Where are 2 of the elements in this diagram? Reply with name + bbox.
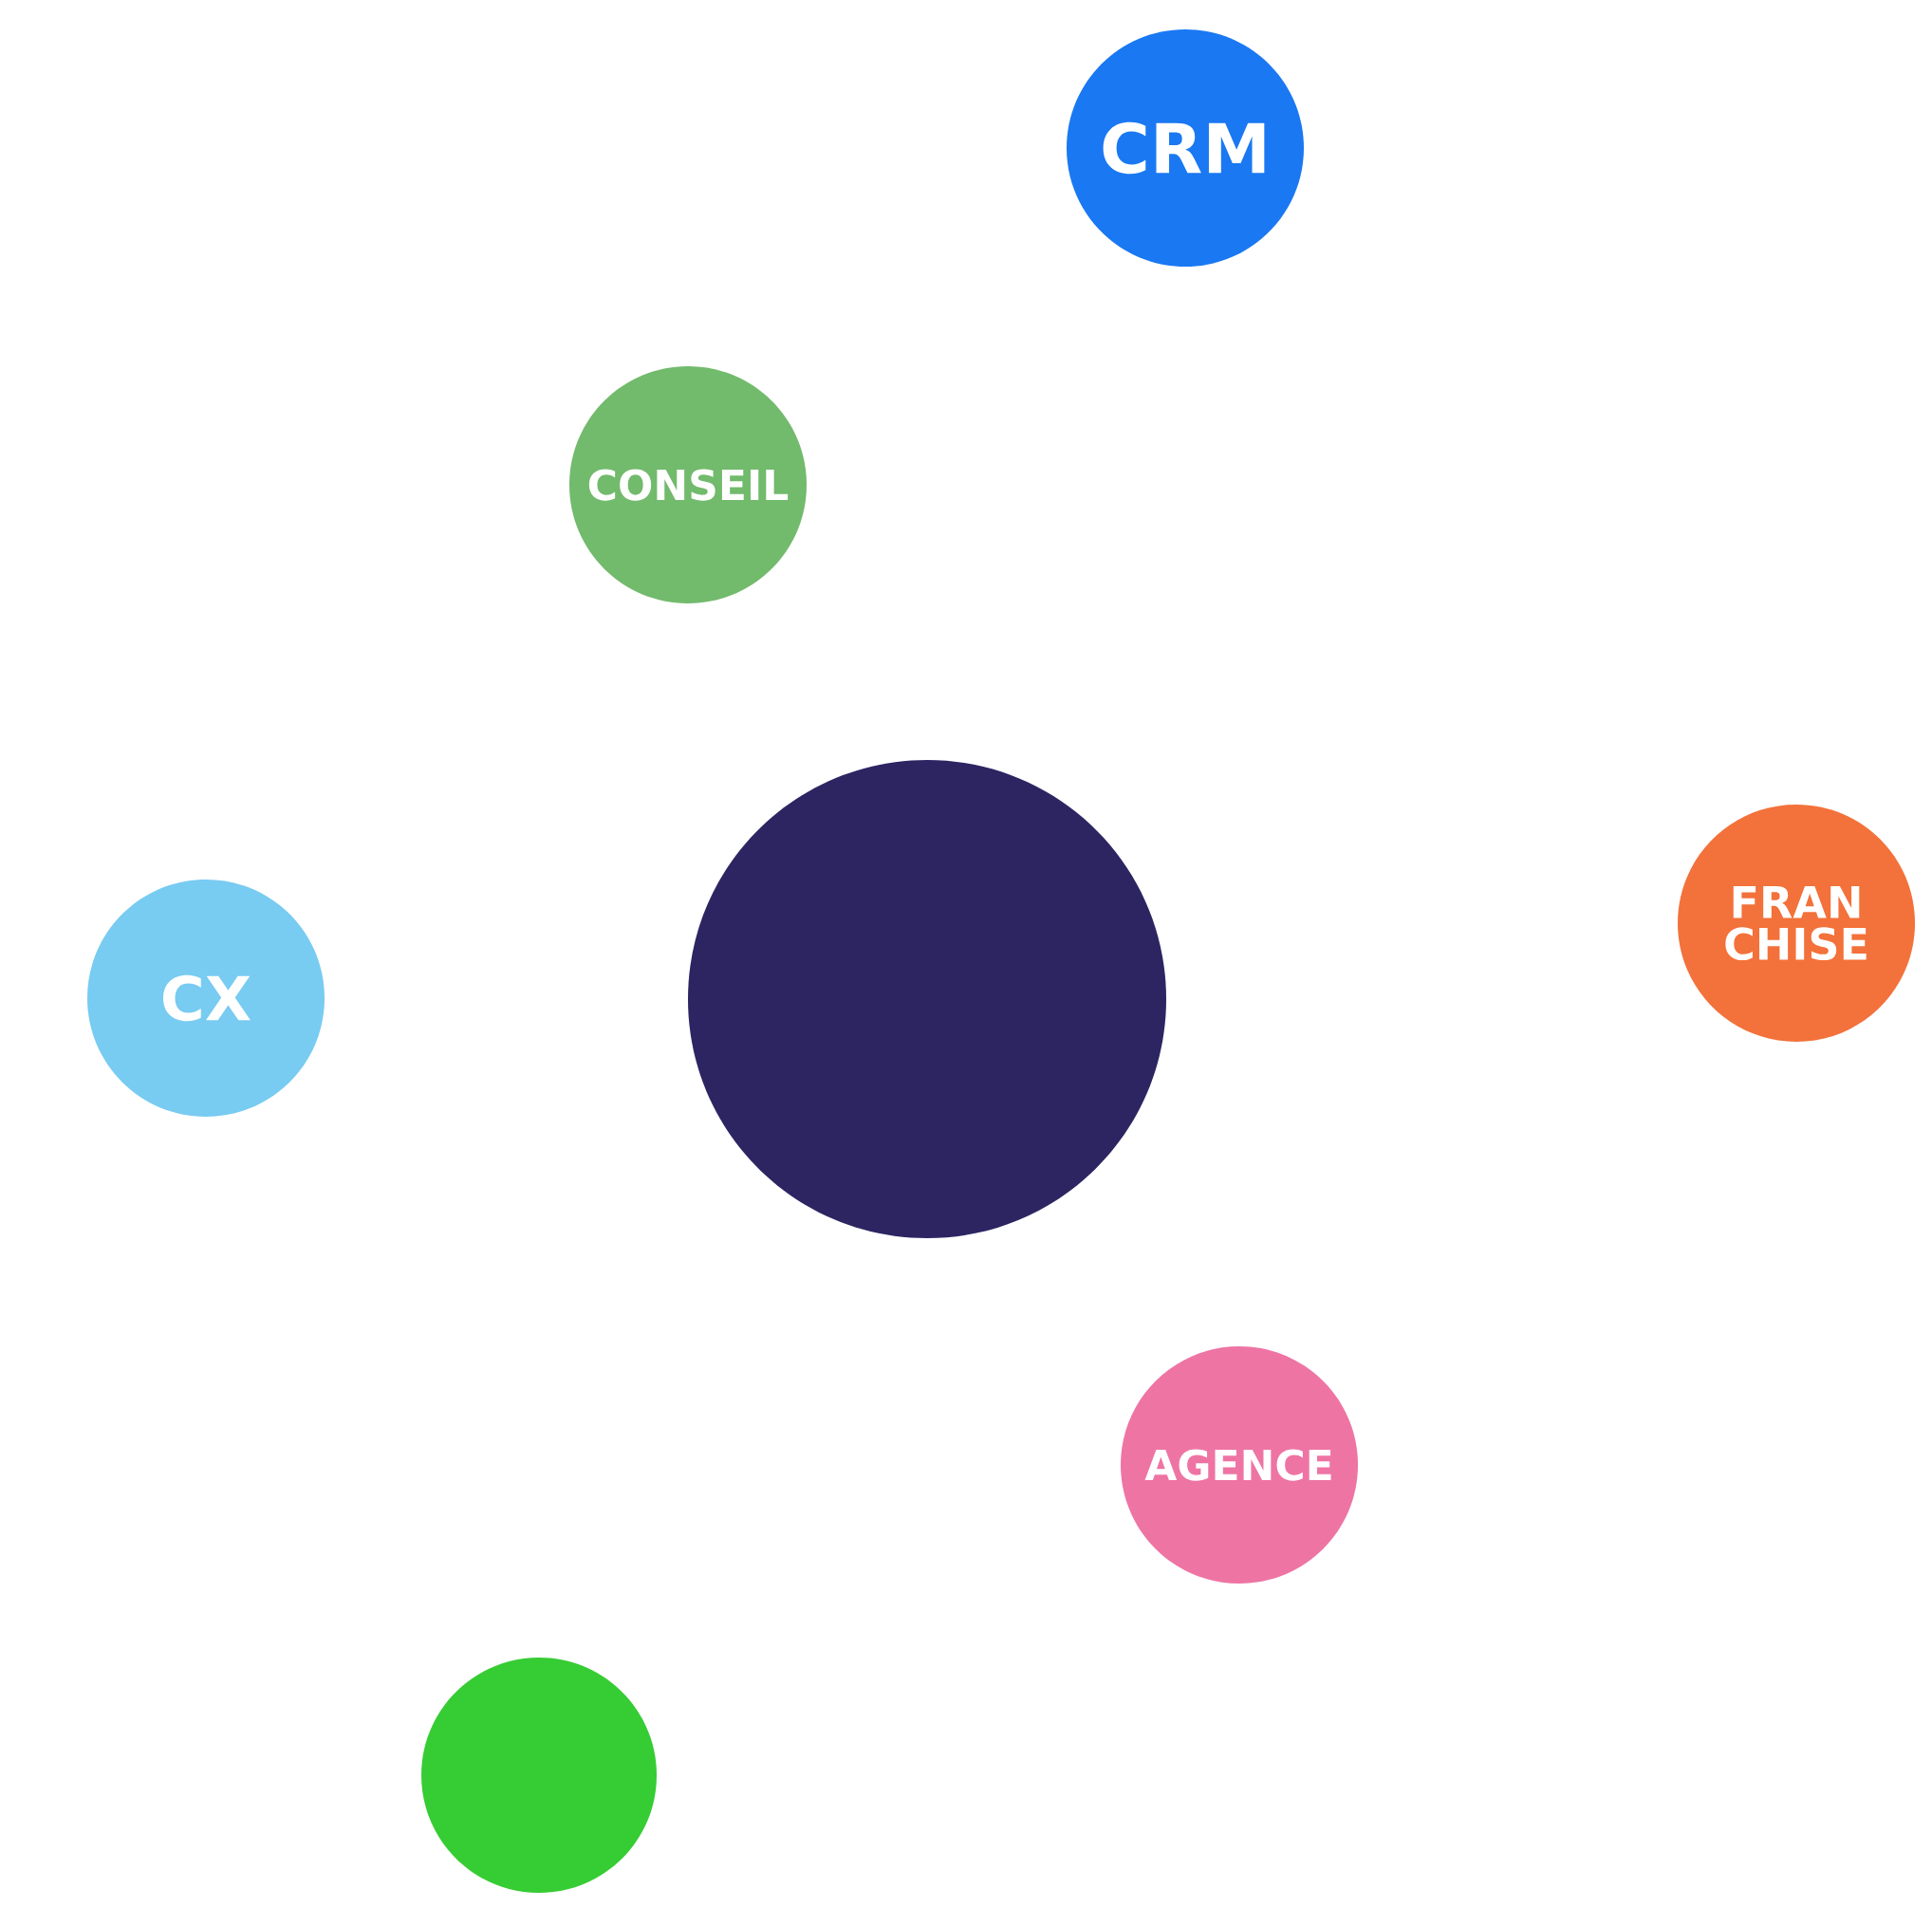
hub-circle: [688, 760, 1166, 1238]
circle: [421, 1658, 657, 1893]
